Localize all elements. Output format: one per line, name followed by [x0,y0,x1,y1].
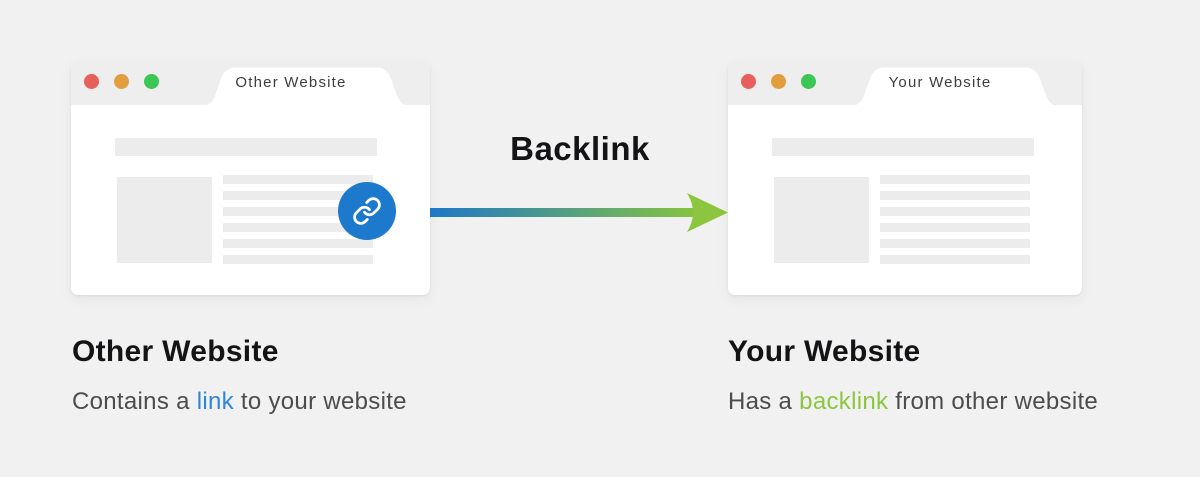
your-website-window: Your Website [728,61,1082,295]
window-zoom-dot [801,74,816,89]
placeholder-line [880,207,1030,216]
placeholder-line [880,239,1030,248]
placeholder-line [223,255,373,264]
content-placeholder-heading [772,138,1034,156]
left-caption-pre: Contains a [72,388,197,415]
window-zoom-dot [144,74,159,89]
window-minimize-dot [114,74,129,89]
placeholder-line [223,175,373,184]
left-caption-highlight-link: link [196,388,234,415]
arrow-head [687,193,728,232]
tab-shape [850,67,1060,106]
content-placeholder-text-lines [223,175,373,264]
right-caption-heading: Your Website [728,335,921,368]
arrow-shaft [430,208,694,217]
backlink-title: Backlink [510,130,650,167]
tab-shape [201,67,411,106]
traffic-light-dots [84,74,159,89]
right-caption-highlight-backlink: backlink [799,388,889,415]
window-titlebar: Other Website [71,61,430,106]
content-placeholder-image [117,177,212,263]
placeholder-line [880,191,1030,200]
placeholder-line [880,175,1030,184]
link-button [338,182,396,240]
right-caption-pre: Has a [728,388,800,415]
content-placeholder-text-lines [880,175,1030,264]
other-website-window: Other Website [71,61,430,295]
tab-title: Your Website [888,74,992,91]
traffic-light-dots [741,74,816,89]
right-caption-post: from other website [888,388,1099,415]
tab-title: Other Website [235,74,347,91]
window-minimize-dot [771,74,786,89]
content-placeholder-image [774,177,869,263]
left-caption-post: to your website [233,388,407,415]
window-close-dot [84,74,99,89]
backlink-arrow [430,193,728,232]
content-placeholder-heading [115,138,377,156]
left-caption-text: Contains a link to your website [72,388,407,416]
placeholder-line [223,223,373,232]
placeholder-line [880,255,1030,264]
browser-tab [201,65,411,106]
placeholder-line [223,239,373,248]
placeholder-line [223,191,373,200]
window-titlebar: Your Website [728,61,1082,106]
window-close-dot [741,74,756,89]
browser-tab [850,65,1060,106]
left-caption-heading: Other Website [72,335,279,368]
placeholder-line [880,223,1030,232]
chain-link-icon [353,197,381,225]
right-caption-text: Has a backlink from other website [728,388,1098,416]
placeholder-line [223,207,373,216]
